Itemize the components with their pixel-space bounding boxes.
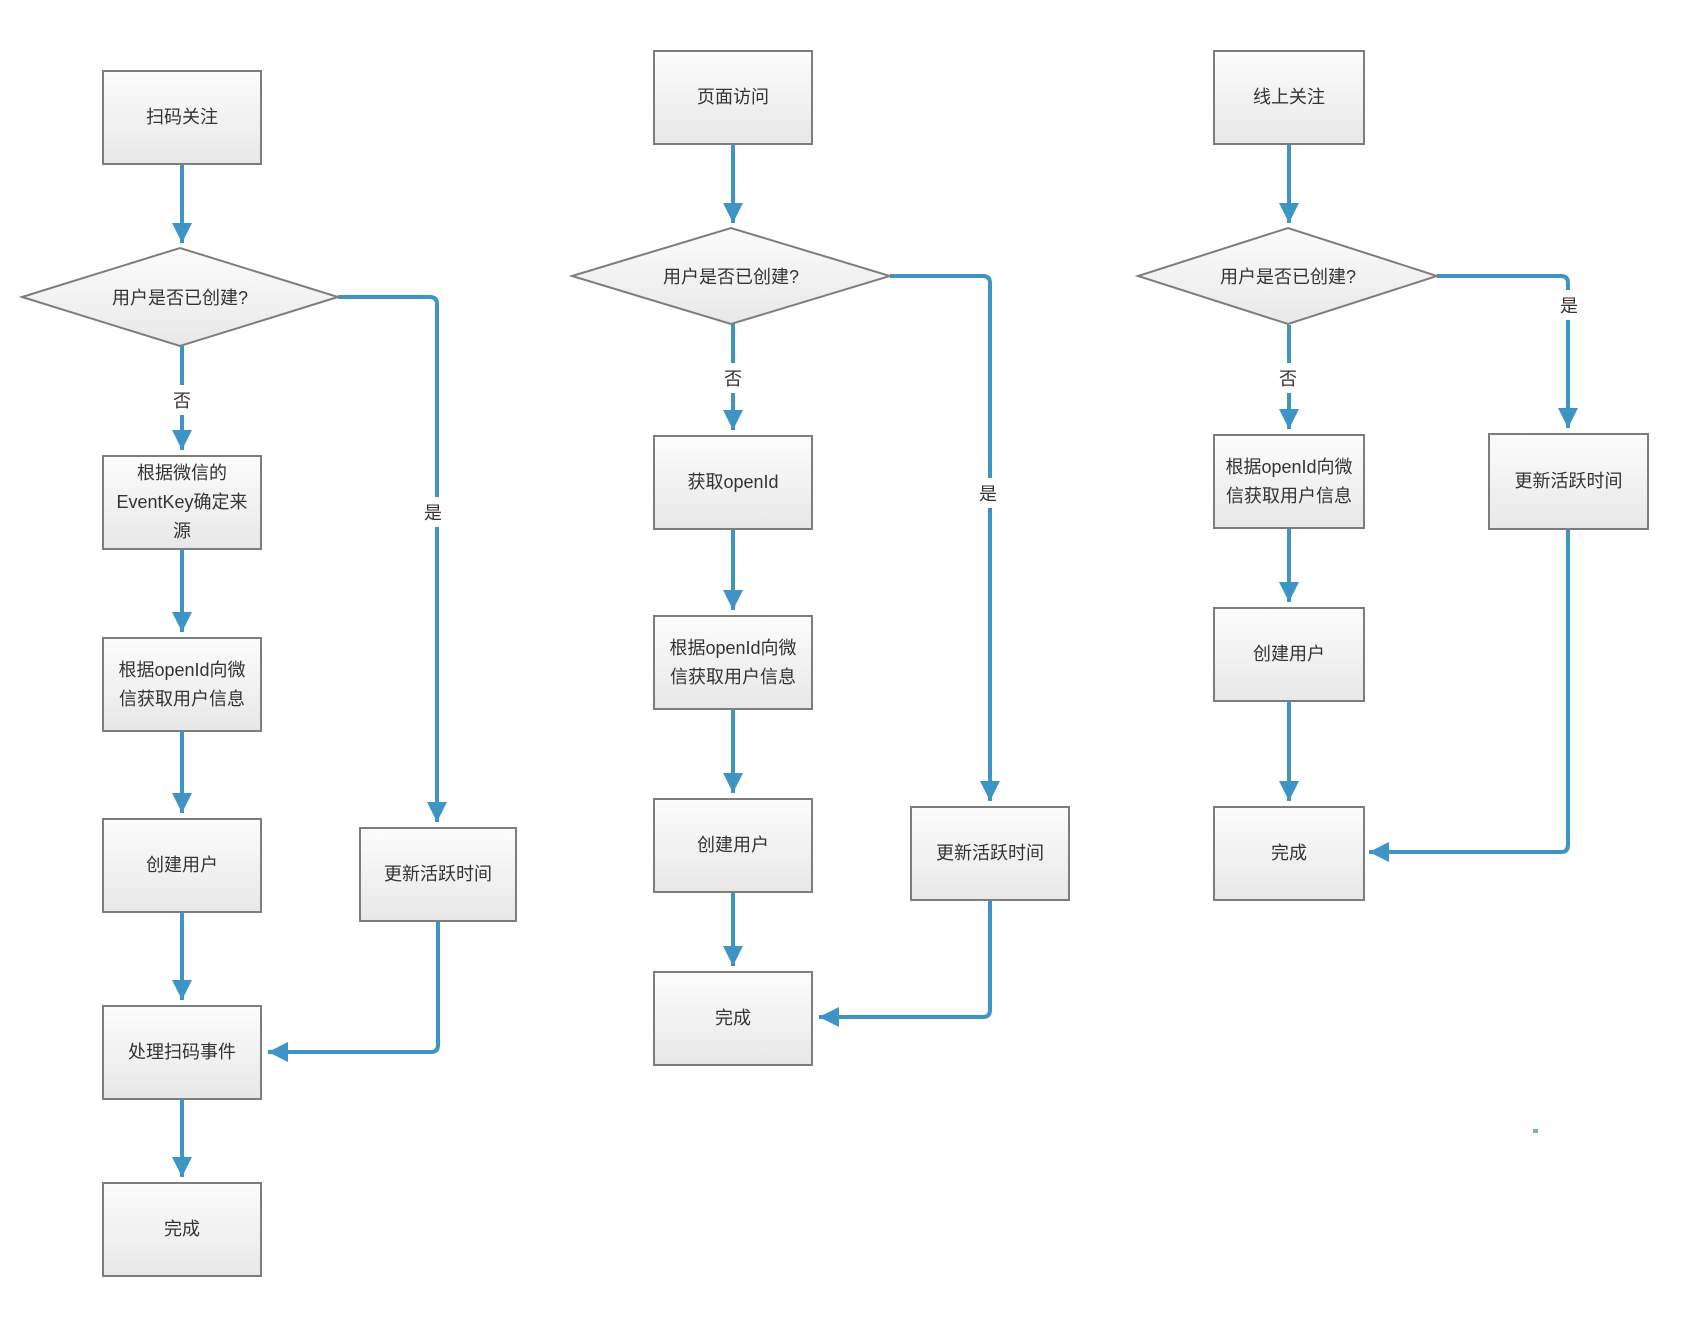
node-scan-step-handle-scan-event: 处理扫码事件 bbox=[102, 1005, 262, 1100]
edge-page-decision-yes bbox=[890, 274, 1000, 801]
decision-diamond-page bbox=[568, 226, 894, 326]
edge-page-yes-to-done bbox=[819, 900, 992, 1027]
node-scan-update-active-time: 更新活跃时间 bbox=[359, 827, 517, 922]
node-online-done: 完成 bbox=[1213, 806, 1365, 901]
edge-label-page-no: 否 bbox=[719, 363, 747, 393]
node-scan-done: 完成 bbox=[102, 1182, 262, 1277]
node-page-start: 页面访问 bbox=[653, 50, 813, 145]
node-page-step-getopenid: 获取openId bbox=[653, 435, 813, 530]
node-page-decision-label: 用户是否已创建? bbox=[662, 267, 800, 287]
edge-online-yes-to-done bbox=[1369, 530, 1570, 862]
node-online-decision-label: 用户是否已创建? bbox=[1219, 267, 1357, 287]
decision-diamond-online bbox=[1134, 226, 1441, 326]
edge-label-scan-yes: 是 bbox=[419, 497, 447, 527]
node-online-update-active-time: 更新活跃时间 bbox=[1488, 433, 1649, 530]
edge-label-page-yes: 是 bbox=[974, 478, 1002, 508]
node-online-step-createuser: 创建用户 bbox=[1213, 607, 1365, 702]
decision-diamond-scan bbox=[18, 246, 342, 348]
node-scan-step-getuserinfo: 根据openId向微信获取用户信息 bbox=[102, 637, 262, 732]
node-scan-decision-label: 用户是否已创建? bbox=[111, 288, 249, 308]
node-page-done: 完成 bbox=[653, 971, 813, 1066]
node-page-step-getuserinfo: 根据openId向微信获取用户信息 bbox=[653, 615, 813, 710]
node-scan-step-eventkey: 根据微信的EventKey确定来源 bbox=[102, 455, 262, 550]
node-online-step-getuserinfo: 根据openId向微信获取用户信息 bbox=[1213, 434, 1365, 529]
edge-label-online-yes: 是 bbox=[1555, 290, 1583, 320]
stray-pixel-artifact bbox=[1533, 1129, 1538, 1133]
node-page-step-createuser: 创建用户 bbox=[653, 798, 813, 893]
edge-online-decision-yes bbox=[1437, 274, 1578, 428]
node-page-update-active-time: 更新活跃时间 bbox=[910, 806, 1070, 901]
edge-label-online-no: 否 bbox=[1274, 363, 1302, 393]
edge-scan-yes-to-step4 bbox=[268, 921, 440, 1062]
node-online-start: 线上关注 bbox=[1213, 50, 1365, 145]
node-scan-start: 扫码关注 bbox=[102, 70, 262, 165]
edge-label-scan-no: 否 bbox=[168, 385, 196, 415]
edge-scan-decision-yes bbox=[338, 295, 447, 822]
node-scan-step-createuser: 创建用户 bbox=[102, 818, 262, 913]
